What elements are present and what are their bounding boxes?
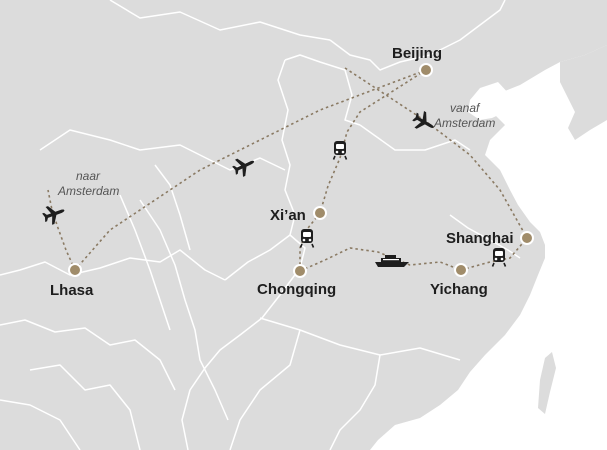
sea-area — [470, 82, 510, 120]
city-label-lhasa: Lhasa — [50, 282, 94, 299]
border-lines — [0, 0, 556, 450]
route-lhasa-amsterdam — [47, 189, 76, 271]
city-markers — [68, 63, 534, 278]
city-dot-chongqing[interactable] — [293, 264, 307, 278]
city-label-beijing: Beijing — [392, 45, 442, 62]
city-label-yichang: Yichang — [430, 281, 488, 298]
route-amsterdam-beijing — [344, 67, 528, 239]
city-dot-shanghai[interactable] — [520, 231, 534, 245]
city-dot-xian[interactable] — [313, 206, 327, 220]
note-beijing-line2: Amsterdam — [433, 116, 495, 130]
city-dot-lhasa[interactable] — [68, 263, 82, 277]
land-area — [538, 352, 556, 414]
city-label-chongqing: Chongqing — [257, 281, 336, 298]
city-label-xian: Xi’an — [270, 207, 306, 224]
city-dot-beijing[interactable] — [419, 63, 433, 77]
city-label-shanghai: Shanghai — [446, 230, 514, 247]
route-chongqing-yichang — [299, 247, 462, 272]
note-beijing-line1: vanaf — [450, 101, 481, 115]
note-lhasa-line2: Amsterdam — [57, 184, 119, 198]
land-area — [560, 45, 607, 140]
city-dot-yichang[interactable] — [454, 263, 468, 277]
note-lhasa-line1: naar — [76, 169, 101, 183]
